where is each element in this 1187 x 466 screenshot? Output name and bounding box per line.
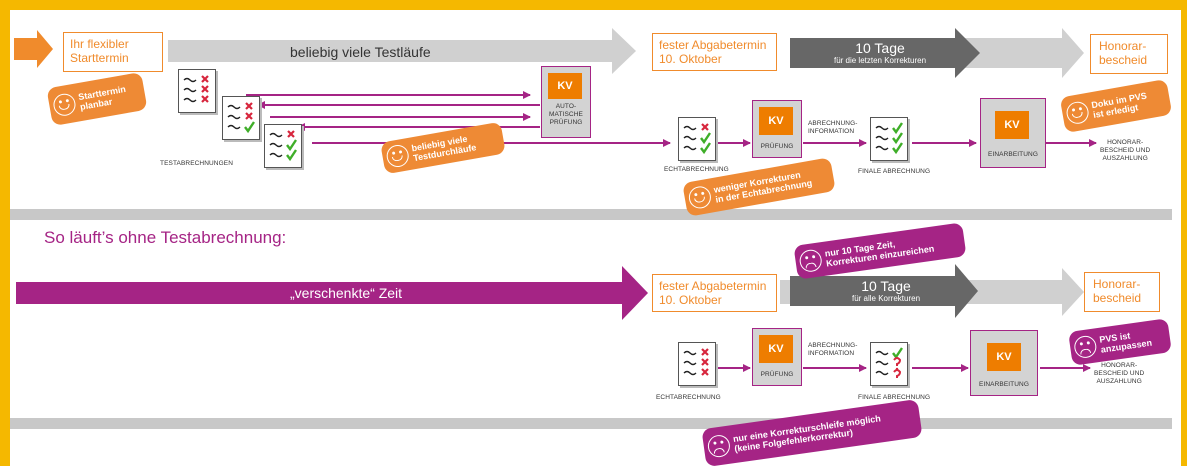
sad-face-icon — [798, 248, 824, 274]
label-echtabrechnung-bottom: ECHTABRECHNUNG — [656, 394, 721, 401]
deadline-text-bottom: fester Abgabetermin 10. Oktober — [659, 279, 767, 307]
check-box-bottom: KV PRÜFUNG — [752, 328, 802, 386]
final-billing-doc — [870, 117, 908, 161]
start-arrow — [14, 30, 53, 68]
grey-arrow-to-result — [960, 28, 1084, 78]
result-box-bottom: Honorar- bescheid — [1084, 272, 1160, 312]
bubble-start-text: Starttermin planbar — [77, 83, 127, 112]
happy-face-icon — [687, 184, 713, 211]
sad-face-icon — [1072, 334, 1098, 360]
label-auto-check: AUTO- MATISCHE PRÜFUNG — [549, 103, 583, 126]
happy-face-icon — [51, 91, 78, 118]
wasted-time-label: „verschenkte“ Zeit — [290, 285, 403, 301]
frame-left — [0, 0, 10, 466]
label-honorar: HONORAR- BESCHEID UND AUSZAHLUNG — [1100, 139, 1151, 162]
ten-days-arrow — [790, 28, 980, 78]
bottom-band — [10, 418, 1172, 429]
kv-logo-icon: KV — [759, 335, 793, 363]
separator-band — [10, 209, 1172, 220]
final-billing-doc-bottom — [870, 342, 908, 386]
doc-crosses-icon — [683, 348, 709, 376]
real-billing-doc-bottom — [678, 342, 716, 386]
start-date-text: Ihr flexibler Starttermin — [70, 37, 129, 65]
ten-days-label: 10 Tage für die letzten Korrekturen — [820, 40, 940, 65]
label-finale-abrechnung: FINALE ABRECHNUNG — [858, 168, 931, 175]
kv-logo-icon: KV — [548, 73, 582, 99]
section-heading: So läuft’s ohne Testabrechnung: — [44, 228, 287, 247]
deadline-text: fester Abgabetermin 10. Oktober — [659, 38, 767, 66]
ten-days-title: 10 Tage — [855, 40, 905, 56]
ten-days-title-bottom: 10 Tage — [861, 278, 911, 294]
result-box: Honorar- bescheid — [1090, 34, 1168, 74]
start-date-box: Ihr flexibler Starttermin — [63, 32, 163, 72]
happy-face-icon — [1064, 100, 1091, 126]
wasted-time-arrow — [16, 266, 648, 320]
kv-logo-icon: KV — [759, 107, 793, 135]
doc-checks-icon — [269, 130, 297, 162]
label-pruefung-bottom: PRÜFUNG — [760, 371, 794, 378]
test-doc-1 — [178, 69, 216, 113]
result-text-bottom: Honorar- bescheid — [1093, 277, 1142, 305]
incorporation-box-bottom: KV EINARBEITUNG — [970, 330, 1038, 396]
real-billing-doc — [678, 117, 716, 161]
label-abr-info-bottom: ABRECHNUNG- INFORMATION — [808, 342, 858, 357]
incorporation-box: KV EINARBEITUNG — [980, 98, 1046, 168]
label-testabrechnungen: TESTABRECHNUNGEN — [160, 160, 233, 167]
deadline-box: fester Abgabetermin 10. Oktober — [652, 33, 777, 71]
doc-crosses-icon — [183, 75, 209, 103]
test-doc-2 — [222, 96, 260, 140]
result-text: Honorar- bescheid — [1099, 39, 1148, 67]
doc-mixed-icon — [227, 102, 255, 134]
auto-check-box: KV AUTO- MATISCHE PRÜFUNG — [541, 66, 591, 138]
testruns-arrow — [168, 28, 636, 74]
kv-logo-icon: KV — [987, 343, 1021, 371]
testruns-label: beliebig viele Testläufe — [290, 44, 431, 60]
check-box: KV PRÜFUNG — [752, 100, 802, 158]
test-doc-3 — [264, 124, 302, 168]
doc-questions-icon — [875, 347, 903, 378]
sad-face-icon — [706, 433, 732, 459]
ten-days-label-bottom: 10 Tage für alle Korrekturen — [826, 278, 946, 303]
happy-face-icon — [384, 143, 411, 169]
label-einarbeitung-bottom: EINARBEITUNG — [979, 381, 1029, 388]
ten-days-arrow-bottom — [790, 264, 978, 318]
bubble-doku-text: Doku im PVS ist erledigt — [1090, 90, 1148, 121]
ten-days-sub: für die letzten Korrekturen — [833, 56, 927, 65]
label-einarbeitung: EINARBEITUNG — [988, 151, 1038, 158]
bubble-test-text: beliebig viele Testdurchläufe — [410, 133, 478, 164]
doc-checks-icon — [875, 122, 903, 155]
bubble-pvs-text: PVS ist anzupassen — [1098, 330, 1153, 355]
doc-mixed-icon — [683, 123, 711, 155]
label-abr-info: ABRECHNUNG- INFORMATION — [808, 120, 858, 135]
kv-logo-icon: KV — [995, 111, 1029, 139]
label-finale-abrechnung-bottom: FINALE ABRECHNUNG — [858, 394, 931, 401]
label-echtabrechnung: ECHTABRECHNUNG — [664, 166, 729, 173]
frame-top — [0, 0, 1187, 10]
deadline-box-bottom: fester Abgabetermin 10. Oktober — [652, 274, 777, 312]
label-pruefung: PRÜFUNG — [760, 143, 794, 150]
label-honorar-bottom: HONORAR- BESCHEID UND AUSZAHLUNG — [1094, 362, 1145, 385]
frame-right — [1181, 0, 1187, 466]
ten-days-sub-bottom: für alle Korrekturen — [851, 294, 921, 303]
